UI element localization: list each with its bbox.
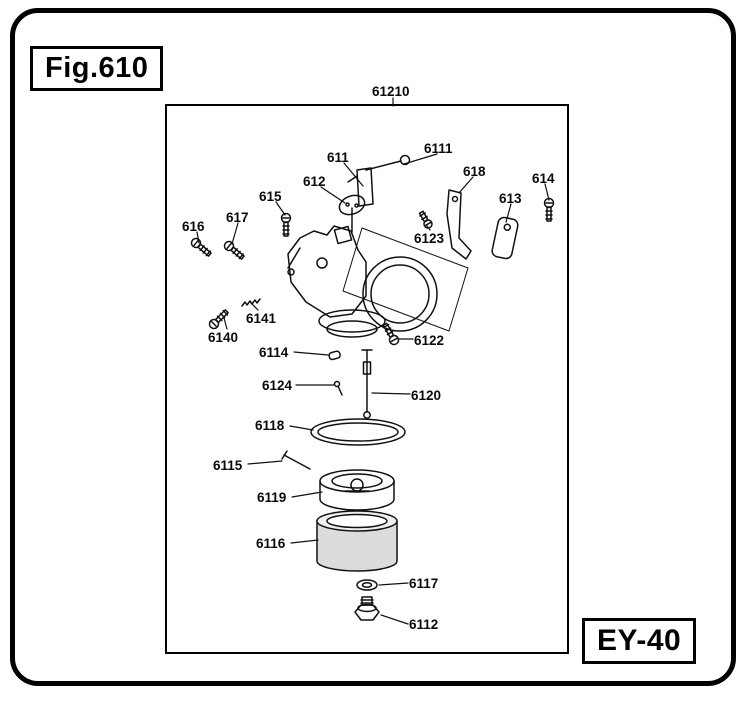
model-number-label: EY-40: [597, 624, 682, 657]
part-label-6123: 6123: [414, 231, 445, 246]
part-label-6117: 6117: [409, 576, 439, 591]
part-label-614: 614: [532, 171, 555, 186]
part-label-612: 612: [303, 174, 326, 189]
part-label-6120: 6120: [411, 388, 442, 403]
figure-number-label: Fig.610: [45, 52, 149, 84]
part-label-61210: 61210: [372, 84, 410, 99]
part-label-6114: 6114: [259, 345, 289, 360]
model-number-box: EY-40: [582, 618, 697, 664]
part-label-617: 617: [226, 210, 249, 225]
part-label-611: 611: [327, 150, 349, 165]
outer-frame: [10, 8, 736, 686]
part-label-618: 618: [463, 164, 486, 179]
part-label-6115: 6115: [213, 458, 243, 473]
part-label-615: 615: [259, 189, 282, 204]
part-label-6111: 6111: [424, 141, 453, 156]
part-label-6116: 6116: [256, 536, 286, 551]
part-label-6119: 6119: [257, 490, 287, 505]
part-label-6122: 6122: [414, 333, 445, 348]
figure-number-box: Fig.610: [30, 46, 164, 91]
diagram-border-box: [165, 104, 569, 654]
part-label-6118: 6118: [255, 418, 285, 433]
part-label-6141: 6141: [246, 311, 277, 326]
part-label-6140: 6140: [208, 330, 239, 345]
part-label-6124: 6124: [262, 378, 293, 393]
part-label-613: 613: [499, 191, 522, 206]
part-label-6112: 6112: [409, 617, 439, 632]
part-label-616: 616: [182, 219, 205, 234]
